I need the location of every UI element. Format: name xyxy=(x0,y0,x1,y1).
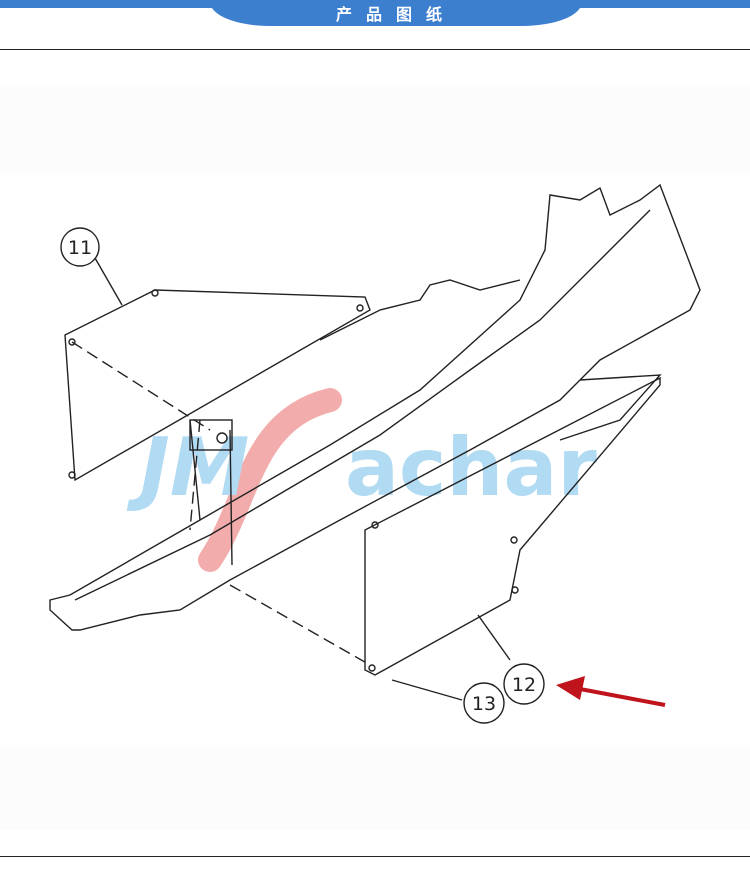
callout-12: 12 xyxy=(503,663,545,705)
watermark: JM achar xyxy=(126,388,597,572)
svg-text:12: 12 xyxy=(512,674,536,696)
svg-text:11: 11 xyxy=(68,237,92,259)
header-title: 产品图纸 xyxy=(335,5,456,24)
callout-13: 13 xyxy=(463,682,505,724)
svg-text:achar: achar xyxy=(345,421,597,514)
top-divider xyxy=(0,49,750,50)
frame-outline xyxy=(49,183,701,701)
bottom-divider xyxy=(0,856,750,857)
red-arrow-icon xyxy=(556,676,666,707)
svg-text:13: 13 xyxy=(472,693,496,715)
header-tab: 产品图纸 xyxy=(210,0,582,26)
parts-diagram: JM achar 11 12 13 xyxy=(49,183,701,724)
callout-11: 11 xyxy=(60,227,100,267)
top-band xyxy=(0,85,750,175)
svg-text:JM: JM xyxy=(126,421,249,514)
bottom-band xyxy=(0,745,750,830)
